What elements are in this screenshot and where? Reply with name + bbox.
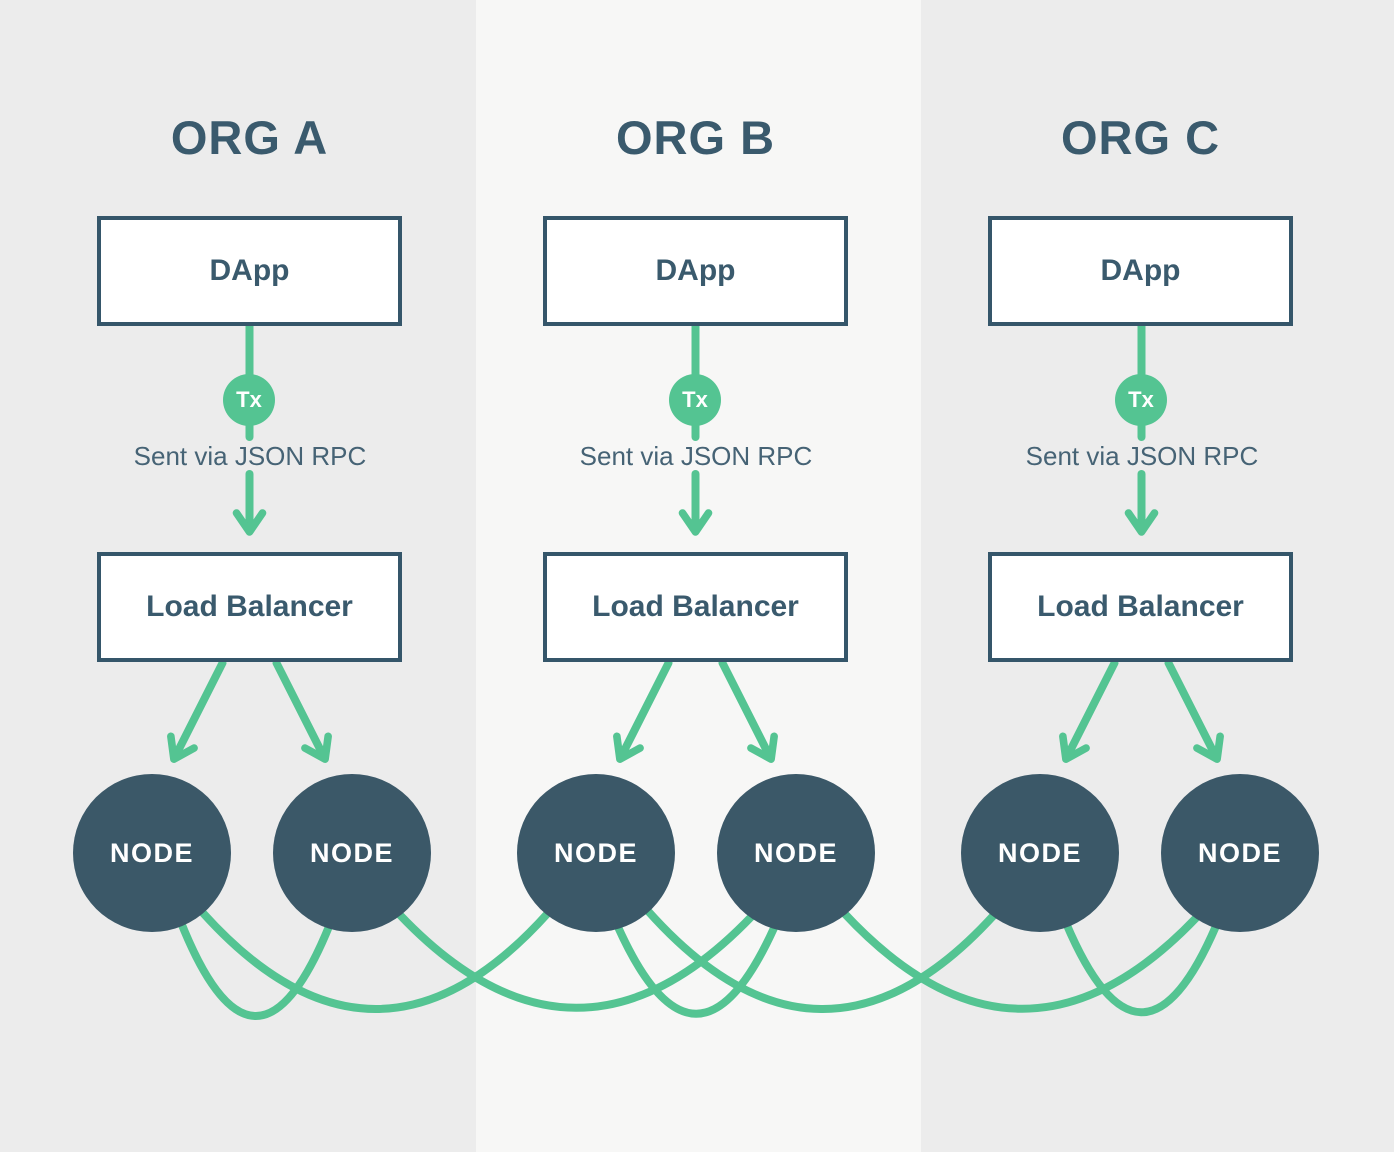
org-c-load-balancer-box: Load Balancer [988,552,1293,662]
org-b-load-balancer-box: Load Balancer [543,552,848,662]
org-c-tx-caption: Sent via JSON RPC [1025,441,1259,471]
org-c-node-2: NODE [1161,774,1319,932]
org-a-dapp-label: DApp [209,254,290,287]
org-a-tx-caption: Sent via JSON RPC [133,441,367,471]
loadbalancer-to-node-arrow [1059,659,1119,763]
org-c-load-balancer-label: Load Balancer [1037,590,1244,623]
org-b-tx-caption: Sent via JSON RPC [579,441,813,471]
org-b-node-1: NODE [517,774,675,932]
org-a-load-balancer-label: Load Balancer [146,590,353,623]
org-a-node-1: NODE [73,774,231,932]
org-c-dapp-label: DApp [1100,254,1181,287]
org-b-load-balancer-label: Load Balancer [592,590,799,623]
mesh-curve-b1-c1 [644,907,998,1013]
org-b-tx-badge: Tx [669,374,721,426]
org-c-dapp-box: DApp [988,216,1293,326]
org-b-node-2: NODE [717,774,875,932]
loadbalancer-to-node-arrow [167,659,227,763]
org-a-tx-label: Tx [236,387,262,412]
loadbalancer-to-node-arrow [272,659,332,763]
mesh-curve-c1-c2 [1062,919,1220,1017]
mesh-curve-b2-c2 [840,909,1200,1013]
org-a-dapp-box: DApp [97,216,402,326]
org-b-dapp-label: DApp [655,254,736,287]
org-a-load-balancer-box: Load Balancer [97,552,402,662]
org-c-title: ORG C [1060,111,1221,164]
org-a-tx-badge: Tx [223,374,275,426]
org-b-dapp-box: DApp [543,216,848,326]
org-a-title: ORG A [170,111,329,164]
mesh-curve-b1-b2 [614,923,778,1018]
org-c-tx-label: Tx [1128,387,1154,412]
loadbalancer-to-node-arrow [1164,659,1224,763]
org-c-tx-badge: Tx [1115,374,1167,426]
org-a-node-2: NODE [273,774,431,932]
org-b-tx-label: Tx [682,387,708,412]
mesh-curve-a1-b1 [199,909,552,1013]
loadbalancer-to-node-arrow [613,659,673,763]
org-c-node-1: NODE [961,774,1119,932]
mesh-curve-a1-a2 [176,916,334,1020]
loadbalancer-to-node-arrow [718,659,778,763]
org-b-title: ORG B [615,111,776,164]
